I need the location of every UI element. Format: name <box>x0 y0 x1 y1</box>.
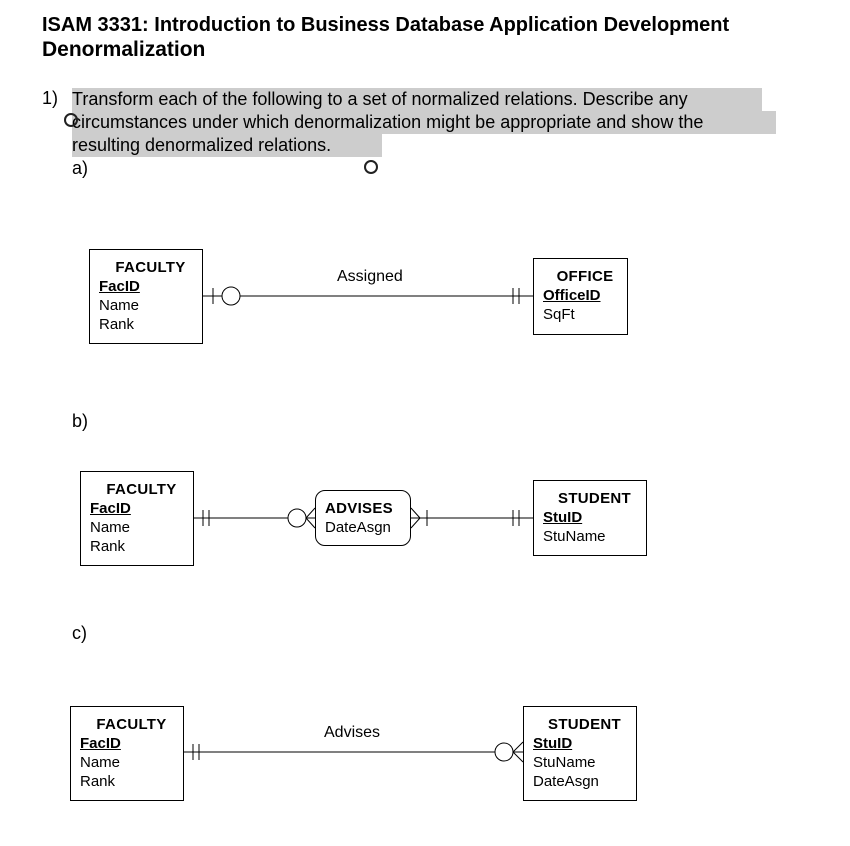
attribute: Rank <box>90 538 126 555</box>
c-student-entity[interactable]: STUDENT StuID StuName DateAsgn <box>523 706 637 801</box>
primary-key: FacID <box>99 278 140 295</box>
a-left-zero-circle <box>221 286 241 306</box>
a-faculty-entity[interactable]: FACULTY FacID Name Rank <box>89 249 203 344</box>
question-text-line-3[interactable]: resulting denormalized relations. <box>72 134 382 157</box>
a-relationship-label: Assigned <box>337 268 403 285</box>
attribute: Rank <box>80 773 116 790</box>
entity-name: ADVISES <box>325 500 393 517</box>
selection-start-handle[interactable] <box>64 113 78 127</box>
question-number: 1) <box>42 88 59 108</box>
primary-key: StuID <box>533 735 573 752</box>
b-crowfoot-left-bottom <box>305 517 316 529</box>
c-crowfoot-top <box>512 741 524 753</box>
primary-key: OfficeID <box>543 287 601 304</box>
entity-name: STUDENT <box>558 490 631 507</box>
b-advises-associative-entity[interactable]: ADVISES DateAsgn <box>315 490 411 546</box>
course-title: ISAM 3331: Introduction to Business Data… <box>42 14 730 36</box>
b-faculty-entity[interactable]: FACULTY FacID Name Rank <box>80 471 194 566</box>
b-mid-zero-circle <box>287 508 307 528</box>
selection-end-handle[interactable] <box>364 160 378 174</box>
entity-name: OFFICE <box>556 268 614 285</box>
attribute: SqFt <box>543 306 575 323</box>
c-crowfoot-bottom <box>512 751 524 763</box>
entity-name: FACULTY <box>115 259 186 276</box>
entity-name: STUDENT <box>548 716 621 733</box>
attribute: StuName <box>543 528 606 545</box>
entity-name: FACULTY <box>106 481 177 498</box>
part-b-label: b) <box>72 411 89 431</box>
b-crowfoot-left-top <box>305 507 316 519</box>
attribute: Name <box>99 297 140 314</box>
b-crowfoot-right-bottom <box>410 517 421 529</box>
a-office-entity[interactable]: OFFICE OfficeID SqFt <box>533 258 628 335</box>
attribute: DateAsgn <box>325 519 391 536</box>
c-faculty-entity[interactable]: FACULTY FacID Name Rank <box>70 706 184 801</box>
attribute: DateAsgn <box>533 773 599 790</box>
b-crowfoot-right-top <box>410 507 421 519</box>
attribute: Rank <box>99 316 135 333</box>
attribute: Name <box>80 754 121 771</box>
question-text-line-1[interactable]: Transform each of the following to a set… <box>72 88 762 111</box>
part-a-label: a) <box>72 158 89 178</box>
attribute: StuName <box>533 754 596 771</box>
part-c-label: c) <box>72 623 87 643</box>
primary-key: FacID <box>80 735 121 752</box>
question-text-line-2[interactable]: circumstances under which denormalizatio… <box>72 111 776 134</box>
primary-key: FacID <box>90 500 131 517</box>
attribute: Name <box>90 519 131 536</box>
c-right-zero-circle <box>494 742 514 762</box>
page-title: Denormalization <box>42 38 206 61</box>
c-relationship-label: Advises <box>324 724 381 741</box>
b-student-entity[interactable]: STUDENT StuID StuName <box>533 480 647 556</box>
primary-key: StuID <box>543 509 583 526</box>
entity-name: FACULTY <box>96 716 167 733</box>
